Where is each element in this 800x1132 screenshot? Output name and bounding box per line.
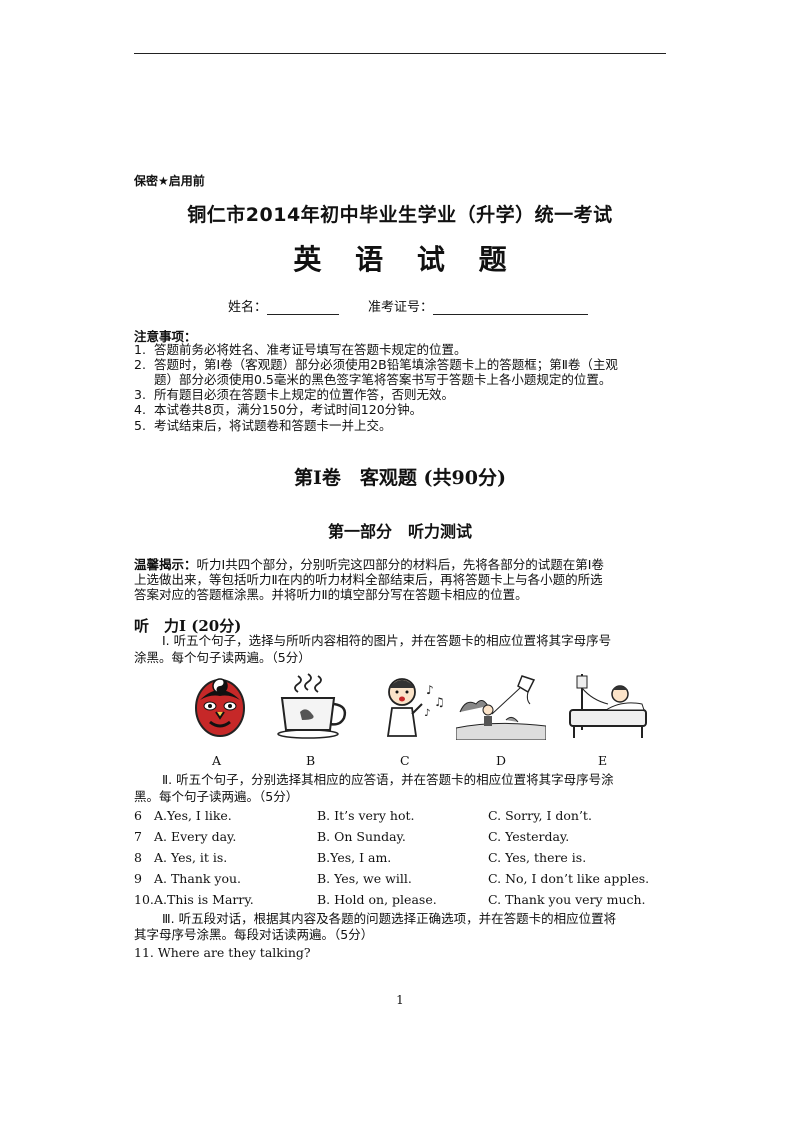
picture-letter: B bbox=[306, 753, 316, 768]
instruction-line: Ⅱ. 听五个句子，分别选择其相应的应答语，并在答题卡的相应位置将其字母序号涂 bbox=[162, 772, 614, 787]
exam-title: 铜仁市2014年初中毕业生学业（升学）统一考试 bbox=[187, 204, 613, 226]
instruction-line: Ⅰ. 听五个句子，选择与所听内容相符的图片，并在答题卡的相应位置将其字母序号 bbox=[162, 633, 612, 648]
singing-child-icon: ♪ ♫ ♪ bbox=[386, 678, 445, 737]
name-blank bbox=[267, 301, 340, 315]
name-label: 姓名： bbox=[228, 300, 268, 315]
opera-mask-icon bbox=[195, 678, 245, 737]
note-item: 2.答题时，第Ⅰ卷（客观题）部分必须使用2B铅笔填涂答题卡上的答题框；第Ⅱ卷（主… bbox=[134, 357, 618, 372]
note-item: 3.所有题目必须在答题卡上规定的位置作答，否则无效。 bbox=[134, 387, 455, 402]
header-rule bbox=[134, 53, 666, 54]
svg-text:♪: ♪ bbox=[426, 683, 434, 697]
id-field: 准考证号： bbox=[368, 296, 589, 315]
picture-letter: C bbox=[400, 753, 410, 768]
note-item: 1.答题前务必将姓名、准考证号填写在答题卡规定的位置。 bbox=[134, 342, 467, 357]
note-item: 题）部分必须使用0.5毫米的黑色签字笔将答案书写于答题卡上各小题规定的位置。 bbox=[154, 372, 612, 387]
tip-line: 答案对应的答题框涂黑。并将听力Ⅱ的填空部分写在答题卡相应的位置。 bbox=[134, 587, 528, 602]
instruction-line: 涂黑。每个句子读两遍。（5分） bbox=[134, 650, 311, 665]
kite-flying-icon bbox=[456, 675, 546, 740]
question-11: 11. Where are they talking? bbox=[134, 945, 311, 960]
instruction-line: Ⅲ. 听五段对话，根据其内容及各题的问题选择正确选项，并在答题卡的相应位置将 bbox=[162, 911, 617, 926]
id-blank bbox=[433, 301, 589, 315]
svg-text:♫: ♫ bbox=[434, 695, 445, 709]
exam-subtitle: 英 语 试 题 bbox=[293, 243, 519, 276]
volume-title: 第Ⅰ卷 客观题 (共90分) bbox=[294, 467, 506, 489]
notes-title: 注意事项： bbox=[134, 329, 197, 344]
note-item: 5.考试结束后，将试题卷和答题卡一并上交。 bbox=[134, 418, 392, 433]
picture-letter: A bbox=[212, 753, 222, 768]
note-item: 4.本试卷共8页，满分150分，考试时间120分钟。 bbox=[134, 402, 423, 417]
picture-letter: E bbox=[598, 753, 608, 768]
picture-letter: D bbox=[496, 753, 507, 768]
section-heading: 听 力Ⅰ (20分) bbox=[134, 617, 242, 635]
tip-line: 温馨揭示：听力Ⅰ共四个部分，分别听完这四部分的材料后，先将各部分的试题在第Ⅰ卷 bbox=[134, 557, 604, 572]
tip-label: 温馨揭示： bbox=[134, 557, 197, 572]
svg-text:♪: ♪ bbox=[424, 708, 430, 719]
instruction-line: 黑。每个句子读两遍。（5分） bbox=[134, 789, 299, 804]
part-title: 第一部分 听力测试 bbox=[327, 522, 472, 541]
hospital-bed-icon bbox=[569, 674, 647, 738]
hot-cup-icon bbox=[277, 673, 347, 739]
confidential-label: 保密★启用前 bbox=[134, 174, 205, 188]
tip-line: 上选做出来，等包括听力Ⅱ在内的听力材料全部结束后，再将答题卡上与各小题的所选 bbox=[134, 572, 603, 587]
name-field: 姓名： bbox=[228, 296, 340, 315]
id-label: 准考证号： bbox=[368, 300, 434, 315]
page-number: 1 bbox=[396, 993, 404, 1007]
instruction-line: 其字母序号涂黑。每段对话读两遍。（5分） bbox=[134, 927, 374, 942]
